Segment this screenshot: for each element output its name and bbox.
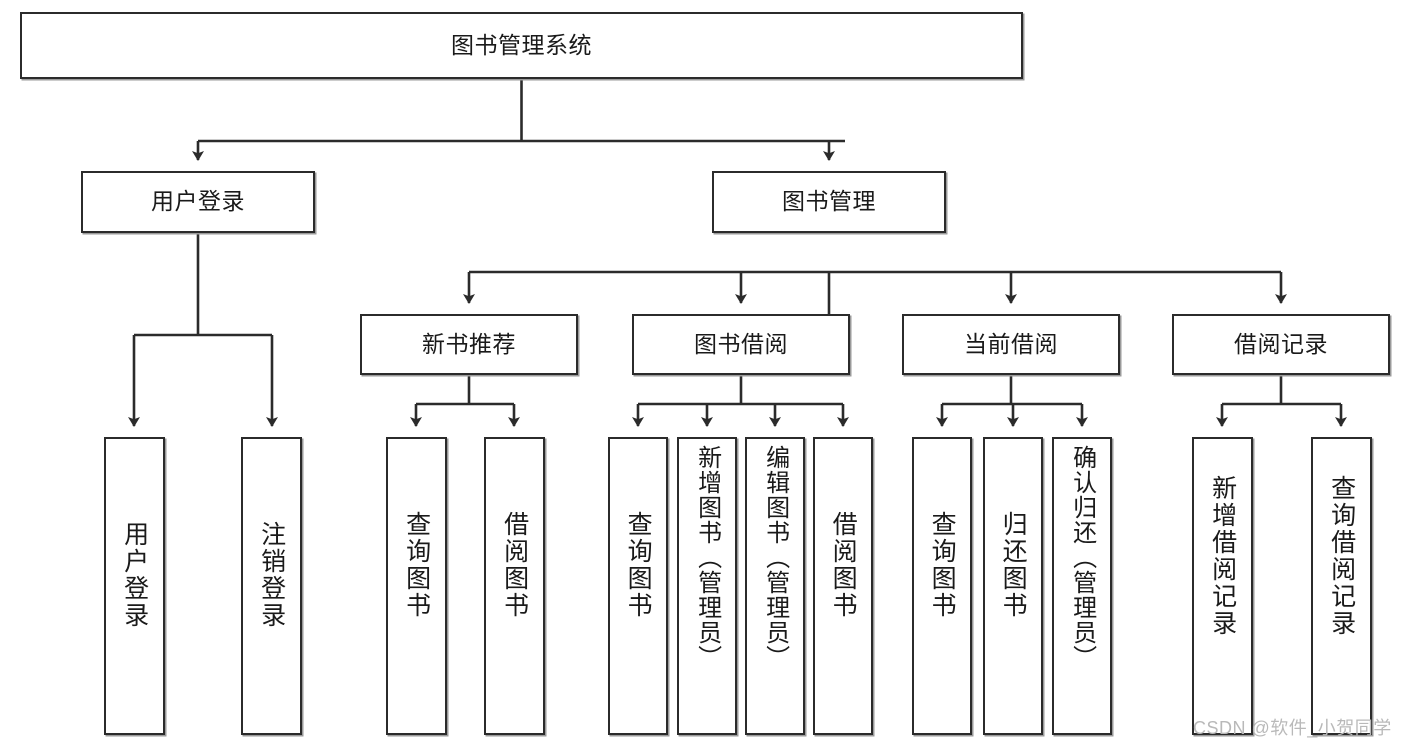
node-book-borrow[interactable]: 图书借阅: [632, 314, 850, 375]
node-leaf-query-book-2[interactable]: 查询图书: [608, 437, 668, 735]
node-leaf-query-book-1-label: 查询图书: [402, 511, 431, 619]
node-leaf-borrow-book-1[interactable]: 借阅图书: [484, 437, 545, 735]
node-root[interactable]: 图书管理系统: [20, 12, 1023, 79]
node-leaf-user-logout[interactable]: 注销登录: [241, 437, 302, 735]
node-borrow-record-label: 借阅记录: [1234, 330, 1328, 357]
watermark: CSDN @软件_小贺同学: [1193, 718, 1392, 738]
node-new-book-rec-label: 新书推荐: [422, 330, 516, 357]
node-leaf-query-book-1[interactable]: 查询图书: [386, 437, 447, 735]
node-leaf-add-borrow-record[interactable]: 新增借阅记录: [1192, 437, 1253, 735]
node-book-borrow-label: 图书借阅: [694, 330, 788, 357]
node-borrow-record[interactable]: 借阅记录: [1172, 314, 1390, 375]
node-leaf-borrow-book-1-label: 借阅图书: [500, 511, 529, 619]
node-leaf-return-book-label: 归还图书: [999, 511, 1028, 619]
node-leaf-borrow-book-2[interactable]: 借阅图书: [813, 437, 873, 735]
node-leaf-query-borrow-record[interactable]: 查询借阅记录: [1311, 437, 1372, 735]
node-leaf-user-login-label: 用户登录: [120, 521, 149, 629]
node-user-login[interactable]: 用户登录: [81, 171, 315, 233]
node-leaf-confirm-return-admin[interactable]: 确认归还（管理员）: [1052, 437, 1112, 735]
node-leaf-edit-book-admin[interactable]: 编辑图书（管理员）: [745, 437, 805, 735]
node-leaf-query-book-3-label: 查询图书: [928, 511, 957, 619]
node-leaf-add-book-admin[interactable]: 新增图书（管理员）: [677, 437, 737, 735]
node-leaf-query-borrow-record-label: 查询借阅记录: [1327, 475, 1356, 637]
node-leaf-add-book-admin-label: 新增图书（管理员）: [693, 445, 721, 670]
node-leaf-add-borrow-record-label: 新增借阅记录: [1208, 475, 1237, 637]
node-leaf-return-book[interactable]: 归还图书: [983, 437, 1043, 735]
node-leaf-borrow-book-2-label: 借阅图书: [829, 511, 858, 619]
node-new-book-rec[interactable]: 新书推荐: [360, 314, 578, 375]
node-user-login-label: 用户登录: [151, 188, 245, 215]
node-book-manage[interactable]: 图书管理: [712, 171, 946, 233]
node-book-manage-label: 图书管理: [782, 188, 876, 215]
node-leaf-user-login[interactable]: 用户登录: [104, 437, 165, 735]
node-leaf-user-logout-label: 注销登录: [257, 521, 286, 629]
node-current-borrow-label: 当前借阅: [964, 330, 1058, 357]
node-current-borrow[interactable]: 当前借阅: [902, 314, 1120, 375]
node-leaf-edit-book-admin-label: 编辑图书（管理员）: [761, 445, 789, 670]
node-leaf-query-book-2-label: 查询图书: [624, 511, 653, 619]
node-leaf-confirm-return-admin-label: 确认归还（管理员）: [1068, 445, 1096, 670]
node-root-label: 图书管理系统: [451, 31, 592, 58]
node-leaf-query-book-3[interactable]: 查询图书: [912, 437, 972, 735]
